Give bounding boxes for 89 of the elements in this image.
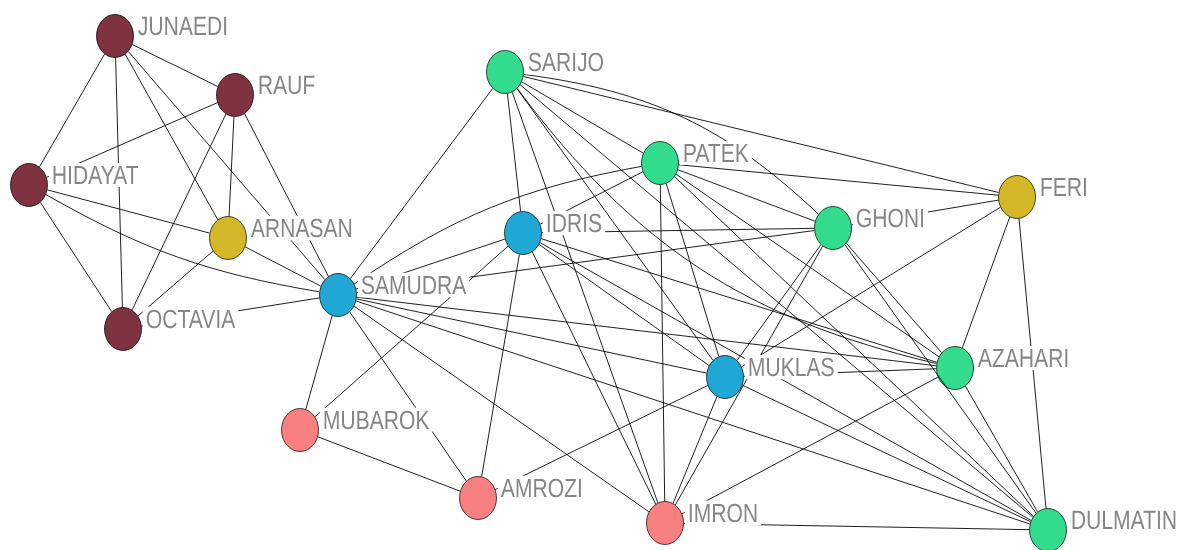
connector-line bbox=[516, 88, 714, 361]
connector-line bbox=[844, 244, 1037, 514]
connector-line bbox=[46, 102, 218, 178]
connector-line bbox=[665, 183, 720, 357]
network-node: JUNAEDI bbox=[96, 14, 227, 58]
connector-line bbox=[681, 376, 939, 515]
connector-line bbox=[511, 91, 659, 504]
node-label: SARIJO bbox=[528, 52, 603, 72]
node-label: MUBAROK bbox=[324, 410, 430, 430]
network-node: DULMATIN bbox=[1029, 508, 1176, 550]
connector-line bbox=[349, 88, 494, 279]
connector-line bbox=[349, 311, 467, 482]
node-label: MUKLAS bbox=[749, 357, 834, 377]
connector-line bbox=[244, 113, 329, 277]
connector-line bbox=[355, 238, 506, 290]
connector-line bbox=[961, 216, 1011, 349]
connector-line bbox=[519, 84, 1034, 518]
connector-line bbox=[46, 189, 211, 234]
node-label: AZAHARI bbox=[977, 348, 1068, 368]
connector-line bbox=[675, 173, 940, 358]
node-label: FERI bbox=[1041, 177, 1086, 197]
network-node: AZAHARI bbox=[936, 346, 1068, 390]
connector-line bbox=[965, 385, 1038, 513]
connector-line bbox=[481, 254, 520, 477]
node-label: AMROZI bbox=[500, 478, 581, 498]
network-node: GHONI bbox=[814, 206, 924, 250]
network-node: IMRON bbox=[646, 501, 757, 545]
connector-line bbox=[45, 194, 320, 293]
connector-line bbox=[124, 53, 219, 221]
connector-line bbox=[1018, 218, 1047, 509]
connector-line bbox=[305, 315, 333, 410]
connector-line bbox=[507, 93, 522, 212]
node-label: PATEK bbox=[684, 143, 749, 163]
connector-line bbox=[523, 76, 999, 193]
connector-line bbox=[677, 169, 816, 222]
network-node: FERI bbox=[998, 175, 1086, 219]
connector-line bbox=[742, 384, 1031, 523]
node-label: IMRON bbox=[689, 503, 757, 523]
node-label: GHONI bbox=[856, 208, 924, 228]
node-label: DULMATIN bbox=[1072, 510, 1176, 530]
connector-line bbox=[674, 176, 1034, 517]
connector-line bbox=[521, 81, 644, 154]
network-node: IDRIS bbox=[504, 211, 602, 255]
connector-line bbox=[538, 244, 710, 366]
node-label: SAMUDRA bbox=[361, 275, 467, 295]
connector-line bbox=[131, 113, 227, 311]
node-label: RAUF bbox=[259, 75, 315, 95]
network-node: MUBAROK bbox=[281, 408, 430, 452]
connector-line bbox=[741, 206, 1001, 368]
connector-line bbox=[353, 305, 650, 513]
connector-line bbox=[127, 51, 326, 280]
network-node: ARNASAN bbox=[209, 216, 352, 260]
connector-line bbox=[115, 57, 123, 308]
node-label: OCTAVIA bbox=[146, 309, 236, 329]
network-node: SARIJO bbox=[486, 50, 603, 94]
connector-line bbox=[736, 244, 822, 361]
connector-line bbox=[672, 396, 718, 504]
connector-line bbox=[353, 165, 642, 285]
connector-line bbox=[659, 184, 666, 502]
network-node: OCTAVIA bbox=[104, 307, 236, 351]
connector-line bbox=[539, 171, 644, 225]
node-label: ARNASAN bbox=[250, 218, 352, 238]
connector-line bbox=[137, 250, 214, 317]
connector-line bbox=[317, 436, 461, 492]
node-label: JUNAEDI bbox=[138, 16, 227, 36]
connector-line bbox=[39, 202, 113, 312]
connector-line bbox=[228, 116, 235, 217]
network-node: MUKLAS bbox=[706, 355, 834, 399]
network-node: HIDAYAT bbox=[10, 163, 139, 207]
connector-line bbox=[39, 53, 105, 168]
connector-line bbox=[845, 242, 943, 354]
network-node: SAMUDRA bbox=[319, 273, 467, 317]
node-label: IDRIS bbox=[547, 213, 602, 233]
connector-line bbox=[531, 251, 657, 505]
connector-line bbox=[540, 238, 938, 363]
connector-line bbox=[131, 44, 219, 87]
connector-line bbox=[494, 385, 709, 490]
connector-line bbox=[539, 242, 1032, 521]
network-node: RAUF bbox=[216, 73, 315, 117]
connector-line bbox=[355, 300, 1031, 525]
network-node: AMROZI bbox=[459, 476, 581, 520]
network-node: PATEK bbox=[641, 141, 749, 185]
connector-line bbox=[678, 164, 999, 196]
connector-line bbox=[516, 88, 937, 365]
connector-line bbox=[356, 298, 707, 374]
connector-line bbox=[674, 245, 824, 506]
node-label: HIDAYAT bbox=[53, 165, 139, 185]
connector-line bbox=[244, 246, 322, 287]
connector-line bbox=[314, 245, 509, 418]
